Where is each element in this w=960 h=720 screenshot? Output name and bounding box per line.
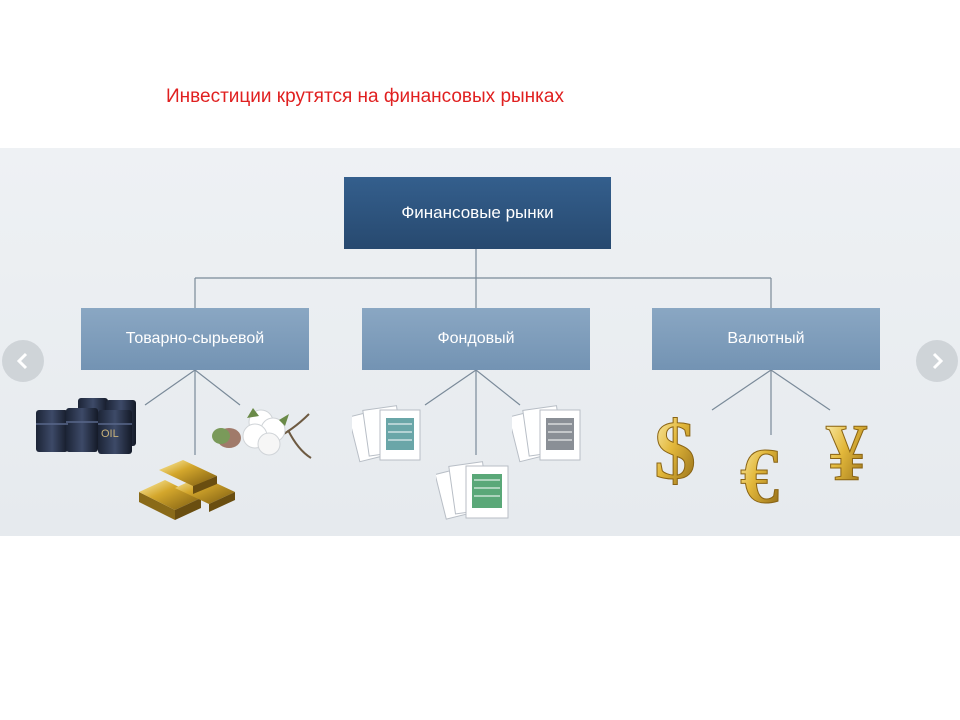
- stock-certificates-icon: [352, 405, 421, 463]
- yen-symbol: ¥: [826, 407, 867, 492]
- chevron-right-icon: [932, 352, 944, 370]
- next-slide-button[interactable]: [916, 340, 958, 382]
- node-currency: Валютный: [652, 308, 880, 370]
- prev-slide-button[interactable]: [2, 340, 44, 382]
- node-stock: Фондовый: [362, 308, 590, 370]
- yen-icon: ¥: [826, 407, 868, 493]
- chevron-left-icon: [16, 352, 28, 370]
- leg-mid-1: [424, 369, 477, 406]
- stock-certificates-icon: [436, 461, 509, 520]
- node-commodity: Товарно-сырьевой: [81, 308, 309, 370]
- euro-icon: €: [740, 432, 780, 517]
- gold-bars-icon: [139, 460, 235, 520]
- dollar-icon: $: [654, 404, 697, 496]
- slide-title: Инвестиции крутятся на финансовых рынках: [166, 86, 564, 107]
- oil-label: OIL: [101, 428, 119, 440]
- leg-mid-3: [475, 369, 521, 406]
- leg-left-3: [194, 369, 241, 406]
- cotton-icon: [212, 408, 312, 459]
- leg-right-1: [711, 369, 772, 411]
- oil-barrels-icon: OIL: [36, 398, 136, 454]
- euro-symbol: €: [740, 432, 779, 516]
- root-node: Финансовые рынки: [344, 177, 611, 249]
- stock-certificates-icon: [512, 405, 581, 463]
- dollar-symbol: $: [654, 404, 696, 495]
- leg-left-1: [144, 369, 196, 406]
- leg-right-3: [770, 369, 831, 411]
